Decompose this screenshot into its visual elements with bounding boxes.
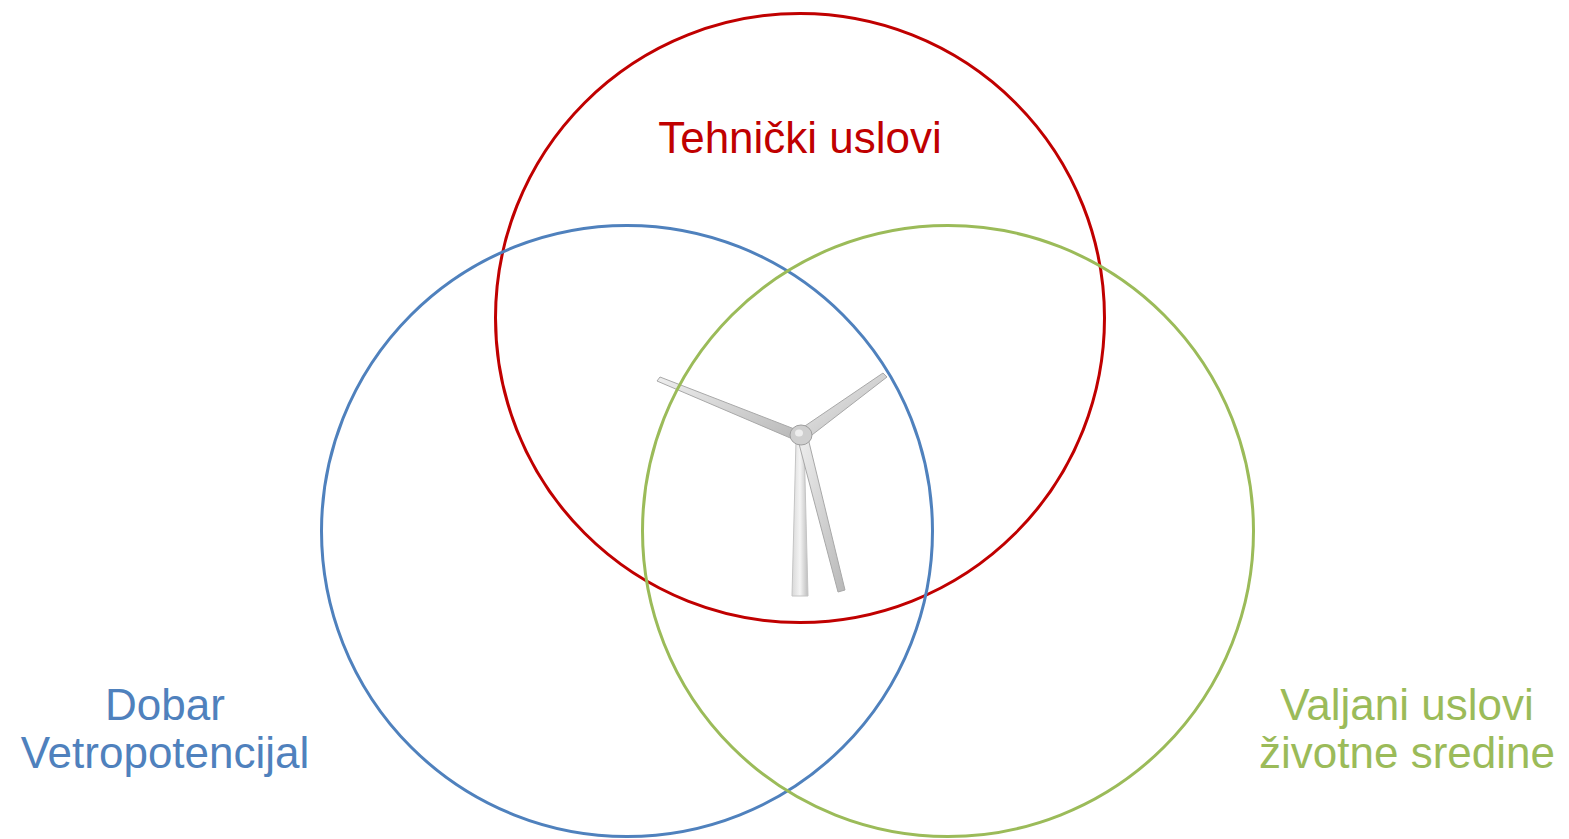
circle-label: Dobar Vetropotencijal bbox=[15, 681, 315, 778]
venn-circle: Tehnički uslovi bbox=[494, 12, 1106, 624]
turbine-blade bbox=[798, 438, 845, 592]
venn-circle: Dobar Vetropotencijal bbox=[320, 224, 934, 838]
circle-label: Tehnički uslovi bbox=[550, 114, 1050, 162]
circle-outline bbox=[641, 224, 1255, 838]
circle-stroke bbox=[496, 14, 1105, 623]
venn-circle: Valjani uslovi životne sredine bbox=[641, 224, 1255, 838]
turbine-hub bbox=[790, 425, 812, 445]
circle-outline bbox=[320, 224, 934, 838]
circle-label: Valjani uslovi životne sredine bbox=[1252, 681, 1562, 778]
turbine-blade bbox=[802, 373, 887, 438]
circle-stroke bbox=[322, 226, 933, 837]
circle-stroke bbox=[643, 226, 1254, 837]
turbine-hub-highlight bbox=[795, 430, 803, 437]
circle-outline bbox=[494, 12, 1106, 624]
